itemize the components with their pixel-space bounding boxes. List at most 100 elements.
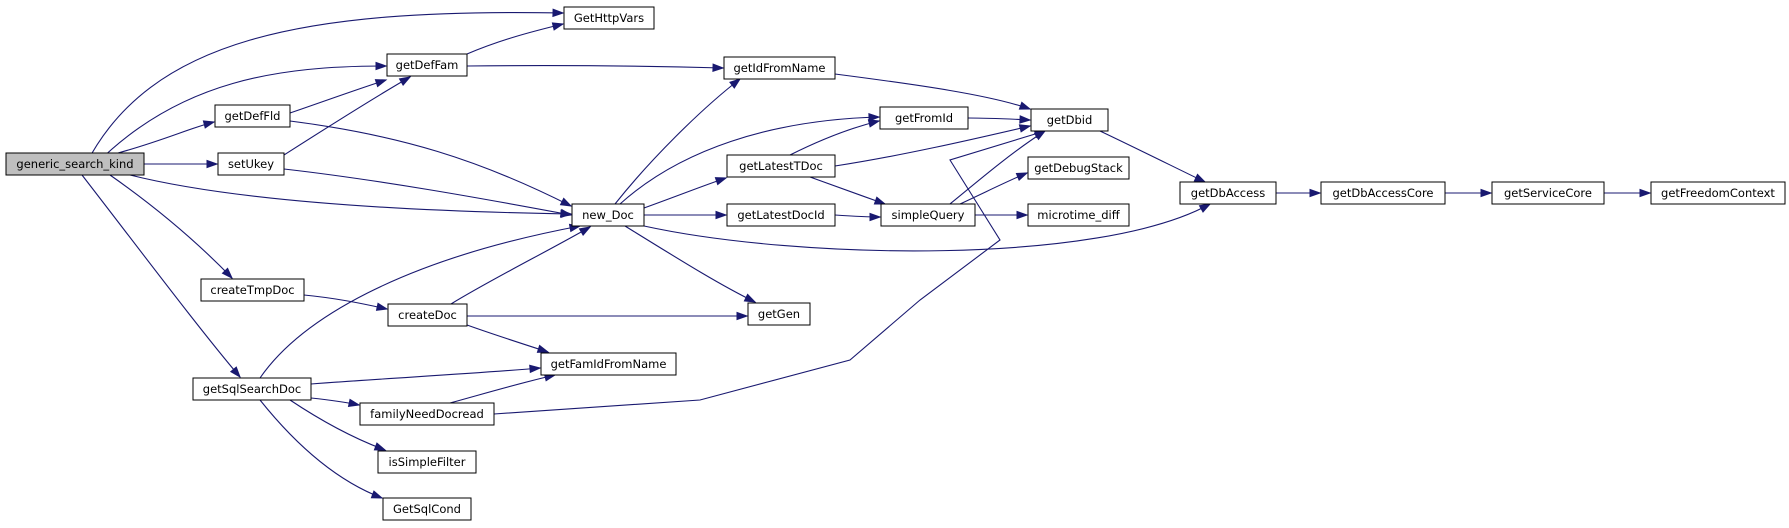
edge-generic_search_kind-to-new_Doc xyxy=(129,174,573,219)
node-box xyxy=(5,152,145,176)
node-getDebugStack[interactable]: getDebugStack xyxy=(1027,156,1130,180)
edge-arrowhead xyxy=(873,196,887,205)
edge-arrowhead xyxy=(1309,188,1322,198)
edge-line xyxy=(466,324,549,353)
node-box xyxy=(723,56,836,80)
edge-getDefFam-to-getIdFromName xyxy=(466,63,725,72)
node-simpleQuery[interactable]: simpleQuery xyxy=(880,203,976,227)
node-getDefFld[interactable]: getDefFld xyxy=(214,104,291,128)
node-getFromId[interactable]: getFromId xyxy=(879,106,969,130)
edge-line xyxy=(834,125,1031,167)
node-box xyxy=(387,303,468,327)
edge-createTmpDoc-to-createDoc xyxy=(303,294,389,311)
node-setUkey[interactable]: setUkey xyxy=(217,152,285,176)
edge-arrowhead xyxy=(729,78,742,89)
edge-line xyxy=(614,78,741,205)
edge-arrowhead xyxy=(1480,188,1493,198)
edge-familyNeedDocread-to-getFamIdFromName xyxy=(449,373,557,404)
node-getSqlSearchDoc[interactable]: getSqlSearchDoc xyxy=(192,377,312,401)
edge-arrowhead xyxy=(398,76,412,86)
edge-arrowhead xyxy=(202,120,216,129)
edge-getLatestDocId-to-simpleQuery xyxy=(834,212,882,222)
node-new_Doc[interactable]: new_Doc xyxy=(571,203,645,227)
edge-arrowhead xyxy=(559,197,573,207)
node-GetHttpVars[interactable]: GetHttpVars xyxy=(563,6,655,30)
node-getDbAccess[interactable]: getDbAccess xyxy=(1179,181,1277,205)
node-box xyxy=(217,152,285,176)
edge-arrowhead xyxy=(1018,101,1032,110)
edge-new_Doc-to-getGen xyxy=(624,225,757,303)
edge-generic_search_kind-to-GetHttpVars xyxy=(85,8,565,165)
edge-arrowhead xyxy=(536,344,550,353)
edge-new_Doc-to-getDbAccess xyxy=(643,203,1212,252)
edge-line xyxy=(466,65,724,69)
node-box xyxy=(386,53,468,77)
edge-arrowhead xyxy=(373,442,387,451)
edge-getLatestTDoc-to-simpleQuery xyxy=(809,176,887,205)
edge-generic_search_kind-to-createTmpDoc xyxy=(109,174,234,280)
node-getFamIdFromName[interactable]: getFamIdFromName xyxy=(540,352,677,376)
node-box xyxy=(1491,181,1605,205)
node-label: microtime_diff xyxy=(1037,208,1120,222)
edge-simpleQuery-to-getDbid xyxy=(949,130,1047,205)
node-box xyxy=(563,6,655,30)
node-getGen[interactable]: getGen xyxy=(747,302,811,326)
edge-line xyxy=(789,120,880,156)
node-createDoc[interactable]: createDoc xyxy=(387,303,468,327)
edge-line xyxy=(85,12,564,165)
node-box xyxy=(1030,108,1109,132)
node-getDbAccessCore[interactable]: getDbAccessCore xyxy=(1320,181,1446,205)
edge-arrowhead xyxy=(1018,124,1032,133)
node-label: getLatestTDoc xyxy=(739,159,823,173)
edge-arrowhead xyxy=(869,212,882,222)
node-box xyxy=(359,402,495,426)
node-label: createTmpDoc xyxy=(210,283,294,297)
node-createTmpDoc[interactable]: createTmpDoc xyxy=(200,278,305,302)
edge-line xyxy=(466,23,564,55)
edge-arrowhead xyxy=(375,61,388,71)
node-label: getLatestDocId xyxy=(737,208,824,222)
edge-arrowhead xyxy=(712,63,725,72)
edge-line xyxy=(643,177,727,209)
edge-new_Doc-to-getFromId xyxy=(619,113,881,205)
node-label: getDbAccessCore xyxy=(1332,186,1433,200)
edge-line xyxy=(449,374,556,404)
edge-new_Doc-to-getLatestTDoc xyxy=(643,177,728,209)
node-label: getServiceCore xyxy=(1504,186,1592,200)
edge-createDoc-to-getGen xyxy=(466,311,749,321)
node-label: getDbid xyxy=(1047,113,1093,127)
node-getDefFam[interactable]: getDefFam xyxy=(386,53,468,77)
edge-getServiceCore-to-getFreedomContext xyxy=(1604,188,1652,198)
node-label: familyNeedDocread xyxy=(370,407,484,421)
edge-arrowhead xyxy=(374,79,388,88)
edge-arrowhead xyxy=(1016,210,1029,220)
node-box xyxy=(1320,181,1446,205)
node-GetSqlCond[interactable]: GetSqlCond xyxy=(382,497,472,521)
node-box xyxy=(214,104,291,128)
node-getFreedomContext[interactable]: getFreedomContext xyxy=(1650,181,1786,205)
edge-arrowhead xyxy=(1198,203,1212,213)
node-generic_search_kind[interactable]: generic_search_kind xyxy=(5,152,145,176)
node-isSimpleFilter[interactable]: isSimpleFilter xyxy=(377,450,477,474)
edge-createDoc-to-new_Doc xyxy=(450,226,592,305)
edge-createDoc-to-getFamIdFromName xyxy=(466,324,550,353)
edge-line xyxy=(289,120,572,207)
node-label: createDoc xyxy=(398,308,457,322)
node-getDbid[interactable]: getDbid xyxy=(1030,108,1109,132)
edge-line xyxy=(95,65,387,165)
node-label: getDbAccess xyxy=(1191,186,1265,200)
node-microtime_diff[interactable]: microtime_diff xyxy=(1027,203,1130,227)
node-getLatestTDoc[interactable]: getLatestTDoc xyxy=(726,154,836,178)
node-getLatestDocId[interactable]: getLatestDocId xyxy=(726,203,836,227)
edge-generic_search_kind-to-getSqlSearchDoc xyxy=(81,174,241,379)
node-getIdFromName[interactable]: getIdFromName xyxy=(723,56,836,80)
node-familyNeedDocread[interactable]: familyNeedDocread xyxy=(359,402,495,426)
edge-line xyxy=(81,174,241,378)
edge-line xyxy=(834,73,1031,110)
edge-generic_search_kind-to-setUkey xyxy=(144,159,219,169)
edge-getSqlSearchDoc-to-isSimpleFilter xyxy=(289,399,387,451)
edge-new_Doc-to-getLatestDocId xyxy=(644,210,728,220)
node-box xyxy=(540,352,677,376)
node-getServiceCore[interactable]: getServiceCore xyxy=(1491,181,1605,205)
